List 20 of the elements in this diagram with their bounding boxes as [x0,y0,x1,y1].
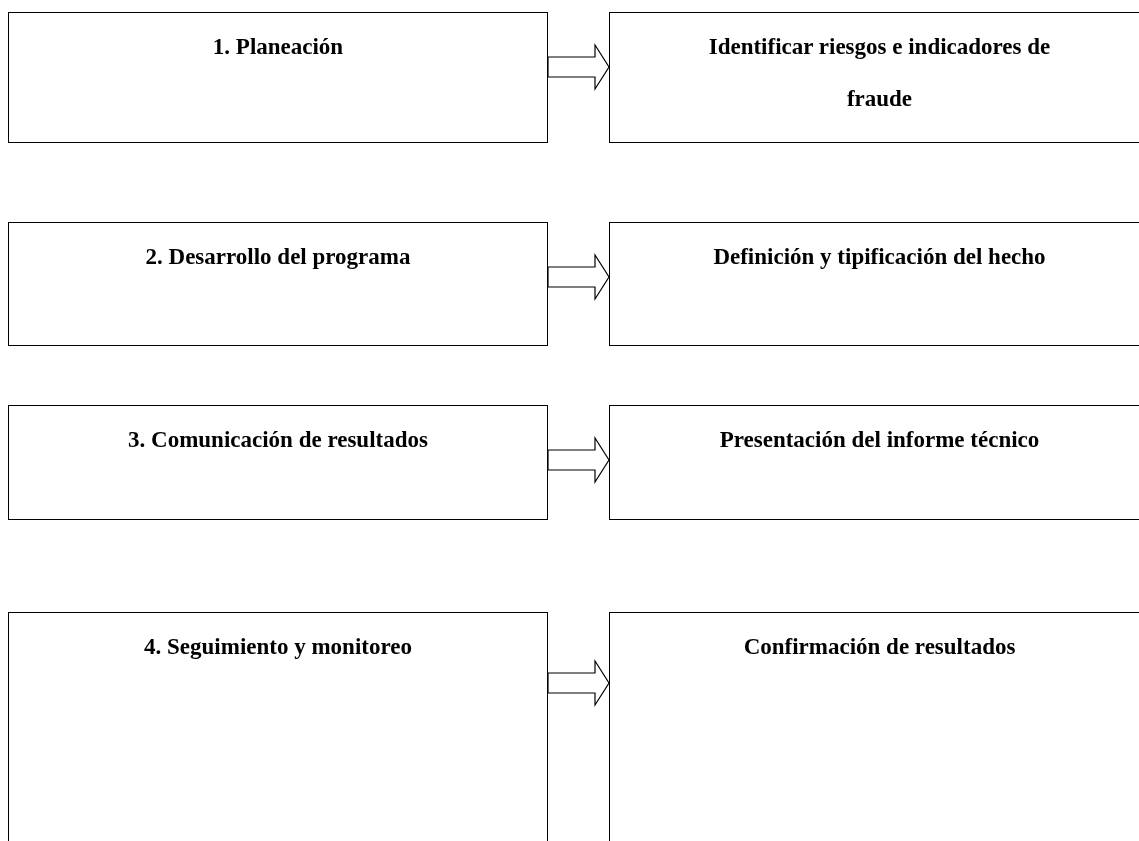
box-label: 3. Comunicación de resultados [127,426,429,454]
process-box [609,405,1139,520]
block-arrow [547,252,610,302]
box-label: Identificar riesgos e indicadores de fraude [707,33,1052,113]
box-label: 1. Planeación [211,33,345,61]
box-label: 2. Desarrollo del programa [144,243,412,271]
process-box [609,612,1139,841]
process-box [609,12,1139,143]
box-label: Definición y tipificación del hecho [712,243,1047,271]
block-arrow [547,42,610,92]
process-box [609,222,1139,346]
box-label: Confirmación de resultados [742,633,1017,661]
block-arrow [547,658,610,708]
block-arrow [547,435,610,485]
process-box [8,612,548,841]
process-box [8,222,548,346]
box-label: 4. Seguimiento y monitoreo [143,633,413,661]
process-box [8,12,548,143]
box-label: Presentación del informe técnico [718,426,1041,454]
process-box [8,405,548,520]
